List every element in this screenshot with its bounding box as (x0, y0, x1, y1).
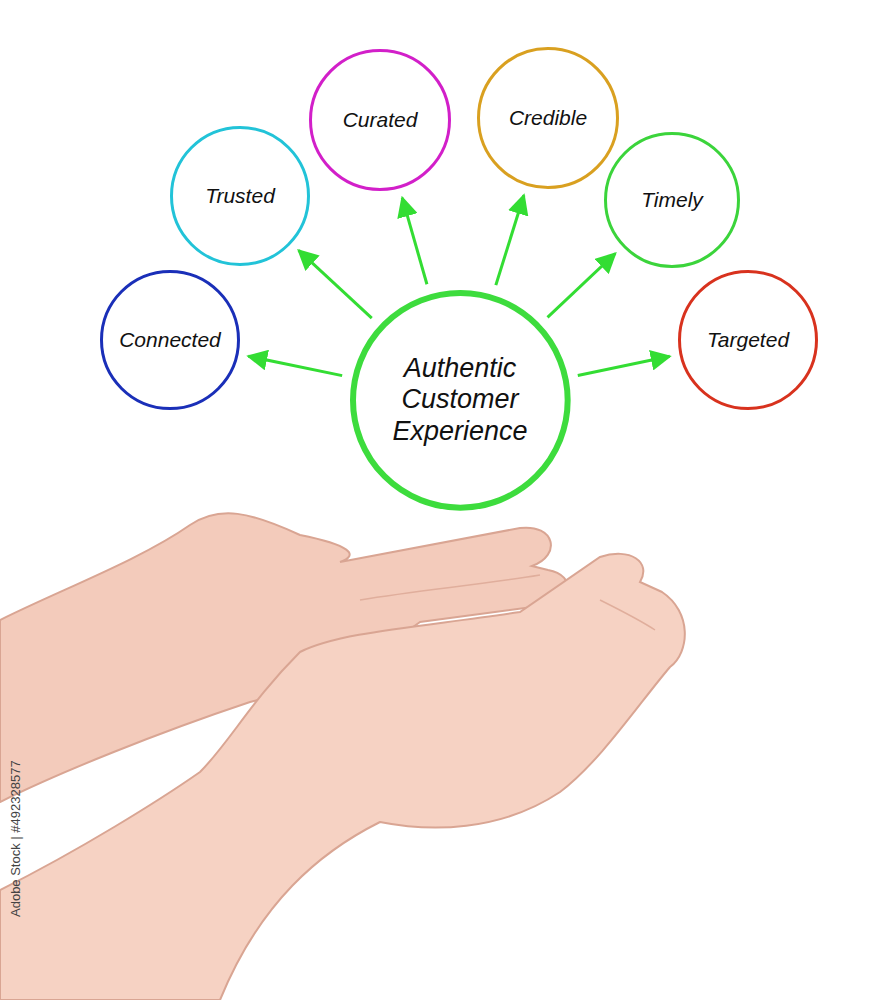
arrow-connector (299, 250, 372, 318)
attribute-circle: Curated (309, 49, 451, 191)
circle-stroke (311, 51, 450, 190)
circle-stroke (172, 128, 309, 265)
arrow-connector (402, 198, 427, 284)
text-wrap: Trusted (205, 184, 275, 208)
attribute-circle: Trusted (170, 126, 310, 266)
arrow-connector (548, 254, 616, 318)
attribute-circle: Timely (604, 132, 740, 268)
arrow-connector (248, 356, 342, 375)
attribute-circle: Connected (100, 270, 240, 410)
text-wrap: Curated (343, 108, 418, 132)
watermark-id: Adobe Stock | #492328577 (8, 760, 23, 917)
node-label: Targeted (707, 328, 789, 352)
finger-crease (360, 575, 655, 630)
lower-hand (0, 554, 685, 1000)
circle-stroke (680, 272, 817, 409)
text-wrap: Connected (119, 328, 221, 352)
text-wrap: Authentic Customer Experience (370, 353, 550, 446)
hub-circle: Authentic Customer Experience (350, 290, 571, 511)
text-wrap: Credible (509, 106, 587, 130)
node-label: Credible (509, 106, 587, 130)
circle-stroke (606, 134, 739, 267)
circle-stroke (479, 49, 618, 188)
node-label: Connected (119, 328, 221, 352)
node-label: Trusted (205, 184, 275, 208)
circle-stroke (102, 272, 239, 409)
circle-stroke (353, 293, 568, 508)
node-label: Authentic Customer Experience (370, 353, 550, 446)
node-label: Timely (641, 188, 703, 212)
arrow-connector (578, 356, 670, 375)
arrow-connector (496, 195, 524, 285)
node-label: Curated (343, 108, 418, 132)
attribute-circle: Targeted (678, 270, 818, 410)
text-wrap: Targeted (707, 328, 789, 352)
text-wrap: Timely (641, 188, 703, 212)
attribute-circle: Credible (477, 47, 619, 189)
